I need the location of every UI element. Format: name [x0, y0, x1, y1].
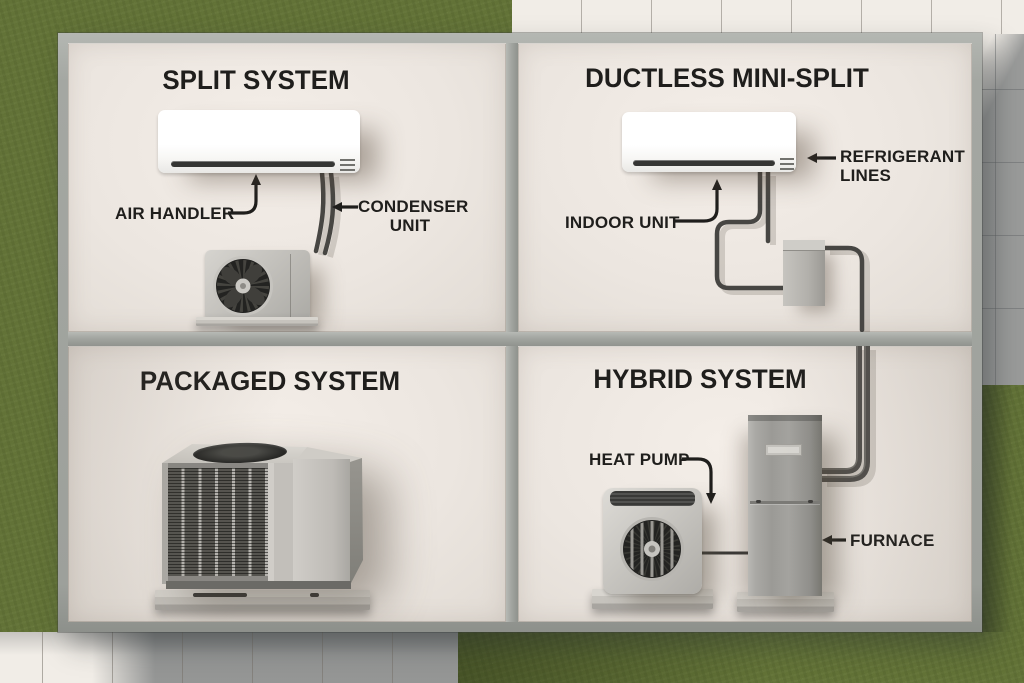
side-grille [780, 158, 794, 170]
grass-background-bottom [458, 632, 1024, 683]
panel-ductless-mini-split: DUCTLESS MINI-SPLIT [518, 43, 972, 332]
side-grille [340, 159, 355, 171]
panel-title-ductless: DUCTLESS MINI-SPLIT [585, 63, 869, 93]
label-heat-pump: HEAT PUMP [589, 450, 690, 469]
indoor-unit [622, 112, 796, 172]
condenser-coil-louvers [168, 468, 268, 576]
pad-slot [310, 593, 319, 597]
panel-seam [290, 254, 291, 317]
panel-title-packaged: PACKAGED SYSTEM [139, 366, 401, 396]
grass-background-top [0, 0, 512, 34]
air-vent [171, 161, 335, 167]
concrete-pad [155, 590, 370, 610]
tile-background-bottom [0, 632, 458, 683]
fan-icon [213, 256, 273, 316]
air-handler-unit [158, 110, 360, 173]
indoor-unit-arrow [674, 189, 719, 223]
panel-packaged-system: PACKAGED SYSTEM [68, 346, 506, 622]
panel-split-system: SPLIT SYSTEM [68, 43, 506, 332]
unit-side-face [350, 458, 363, 585]
unit-cabinet-panel [293, 459, 350, 583]
frame-divider-horizontal [68, 332, 972, 346]
furnace-label-plate [765, 444, 802, 456]
line-set-junction-box [783, 240, 825, 306]
screw [756, 500, 761, 503]
tile-background-right [982, 34, 1024, 386]
unit-base-rail [166, 581, 351, 589]
furnace-unit [748, 415, 822, 596]
furnace-pad [737, 592, 834, 612]
diagram-board: SPLIT SYSTEM [58, 33, 982, 632]
label-indoor-unit: INDOOR UNIT [565, 213, 680, 232]
top-grille [610, 491, 695, 506]
heat-pump-unit [603, 488, 702, 594]
refrigerant-pipes [313, 170, 336, 256]
condenser-base [196, 317, 318, 326]
label-refrigerant-lines: REFRIGERANT LINES [840, 147, 965, 186]
air-vent [633, 160, 775, 166]
fan-icon [620, 517, 684, 581]
label-furnace: FURNACE [850, 531, 935, 550]
cabinet-seam [750, 501, 820, 504]
condenser-unit-box [205, 250, 310, 321]
heat-pump-pad [592, 589, 713, 609]
label-condenser-unit: CONDENSER UNIT [358, 197, 469, 236]
unit-front-face [162, 463, 293, 584]
panel-hybrid-system: HYBRID SYSTEM [518, 346, 972, 622]
panel-title-split: SPLIT SYSTEM [162, 65, 350, 95]
label-air-handler: AIR HANDLER [115, 204, 235, 223]
grass-background-left [0, 0, 58, 633]
packaged-unit [162, 441, 370, 594]
screw [808, 500, 813, 503]
tile-background-top [512, 0, 1024, 34]
panel-title-hybrid: HYBRID SYSTEM [593, 364, 807, 394]
pad-slot [193, 593, 247, 597]
